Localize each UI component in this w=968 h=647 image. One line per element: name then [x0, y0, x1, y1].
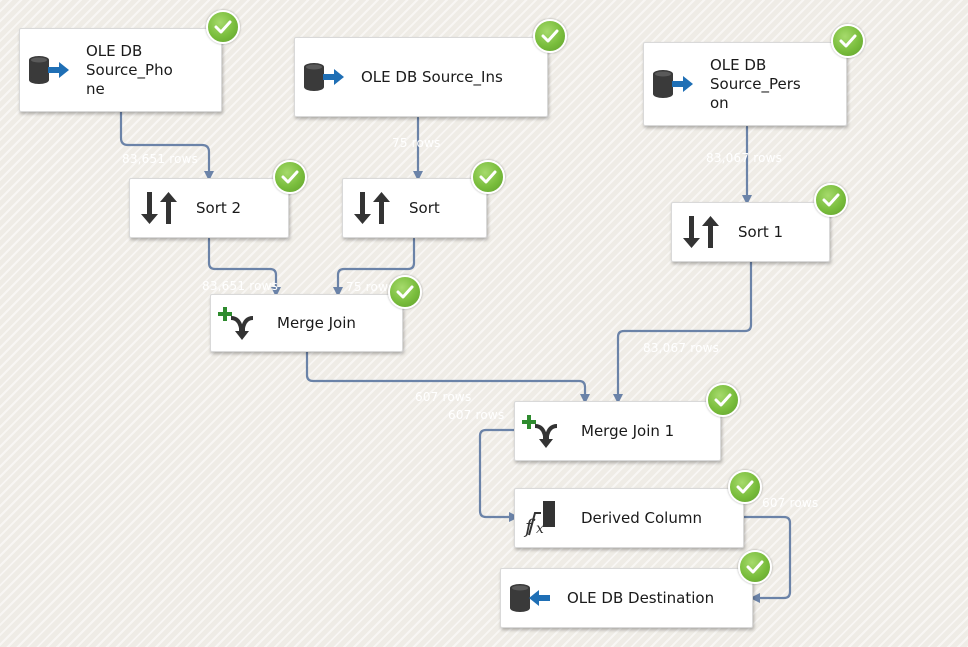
flow-merge1-to-derived [478, 428, 519, 522]
success-check-icon [738, 550, 772, 584]
database-destination-icon [507, 578, 553, 618]
row-count-label: 607 rows [448, 408, 505, 422]
task-sort-2[interactable]: Sort 2 [129, 178, 289, 238]
success-check-icon [728, 470, 762, 504]
task-merge-join[interactable]: Merge Join [210, 294, 403, 352]
success-check-icon [273, 160, 307, 194]
sort-icon [678, 212, 724, 252]
row-count-label: 607 rows [762, 496, 819, 510]
flow-phone-to-sort2 [119, 110, 214, 181]
database-source-icon [26, 50, 72, 90]
task-label: Sort [409, 198, 440, 217]
row-count-label: 83,067 rows [643, 341, 720, 355]
task-ole-db-destination[interactable]: OLE DB Destination [500, 568, 753, 628]
success-check-icon [706, 383, 740, 417]
task-label: Derived Column [581, 508, 702, 527]
task-label: OLE DB Source_Pho ne [86, 41, 173, 98]
task-label: Sort 2 [196, 198, 242, 217]
task-label: OLE DB Source_Pers on [710, 55, 801, 112]
svg-text:x: x [536, 521, 544, 537]
flow-sort1-to-merge1 [613, 260, 753, 404]
database-source-icon [301, 57, 347, 97]
task-label: Merge Join [277, 313, 356, 332]
task-ole-db-source-ins[interactable]: OLE DB Source_Ins [294, 37, 548, 117]
row-count-label: 75 rows [346, 280, 395, 294]
success-check-icon [831, 24, 865, 58]
task-ole-db-source-phone[interactable]: OLE DB Source_Pho ne [19, 28, 222, 112]
task-ole-db-source-person[interactable]: OLE DB Source_Pers on [643, 42, 847, 126]
task-sort[interactable]: Sort [342, 178, 487, 238]
task-label: OLE DB Destination [567, 588, 715, 607]
task-merge-join-1[interactable]: Merge Join 1 [514, 401, 721, 461]
task-label: OLE DB Source_Ins [361, 67, 503, 86]
success-check-icon [533, 19, 567, 53]
success-check-icon [388, 275, 422, 309]
merge-join-icon [521, 411, 567, 451]
row-count-label: 607 rows [415, 390, 472, 404]
success-check-icon [206, 10, 240, 44]
row-count-label: 83,651 rows [122, 152, 199, 166]
sort-icon [136, 188, 182, 228]
task-sort-1[interactable]: Sort 1 [671, 202, 830, 262]
task-label: Sort 1 [738, 222, 784, 241]
sort-icon [349, 188, 395, 228]
task-label: Merge Join 1 [581, 421, 675, 440]
success-check-icon [814, 183, 848, 217]
row-count-label: 83,067 rows [706, 151, 783, 165]
success-check-icon [471, 160, 505, 194]
database-source-icon [650, 64, 696, 104]
merge-join-icon [217, 303, 263, 343]
row-count-label: 75 rows [392, 136, 441, 150]
row-count-label: 83,651 rows [202, 279, 279, 293]
